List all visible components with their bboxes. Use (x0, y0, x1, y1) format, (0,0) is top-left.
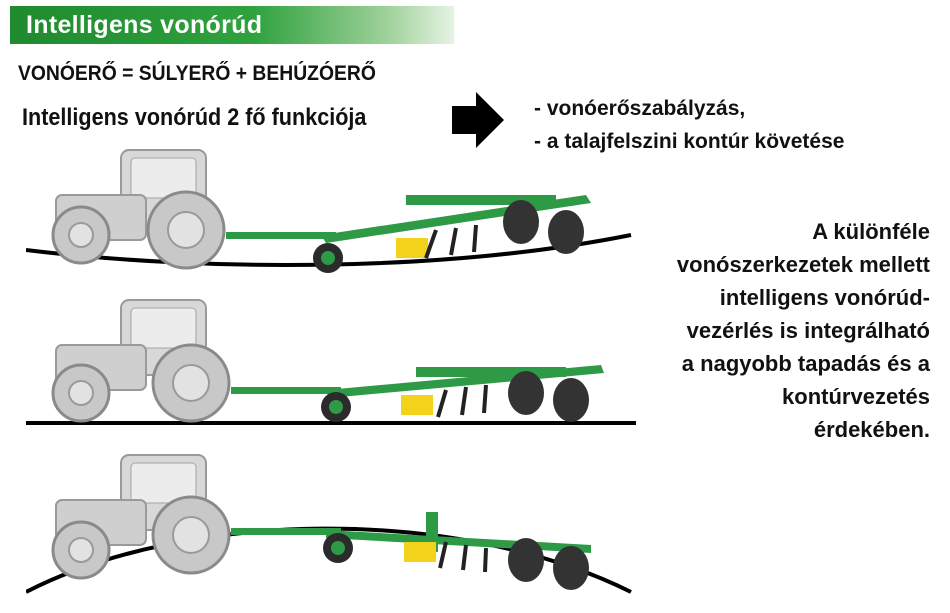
tractor-illustration (51, 149, 226, 270)
note-line: kontúrvezetés (782, 384, 930, 409)
page-title: Intelligens vonórúd (26, 11, 263, 39)
title-bar: Intelligens vonórúd (10, 6, 454, 44)
function-item: - vonóerőszabályzás, (534, 97, 746, 120)
tractor-scene-valley (26, 149, 632, 273)
note-line: vonószerkezetek mellett (676, 252, 930, 277)
functions-heading: Intelligens vonórúd 2 fő funkciója (22, 104, 367, 131)
side-note: A különféle vonószerkezetek mellett inte… (630, 215, 930, 446)
note-line: A különféle (812, 219, 930, 244)
implement-illustration (231, 365, 604, 422)
implement-illustration (226, 195, 591, 273)
right-arrow-icon (452, 92, 504, 148)
functions-list: - vonóerőszabályzás, - a talajfelszini k… (534, 92, 844, 158)
tractor-illustration (51, 299, 231, 423)
formula-text: VONÓERŐ = SÚLYERŐ + BEHÚZÓERŐ (18, 62, 376, 85)
note-line: érdekében. (813, 417, 930, 442)
note-line: a nagyobb tapadás és a (681, 351, 930, 376)
tractor-illustration (51, 454, 231, 580)
note-line: vezérlés is integrálható (686, 318, 930, 343)
tractor-scene-hill (26, 454, 632, 594)
function-item: - a talajfelszini kontúr követése (534, 130, 845, 153)
tractor-scene-flat (26, 299, 636, 425)
implement-illustration (231, 512, 591, 590)
note-line: intelligens vonórúd- (719, 285, 930, 310)
